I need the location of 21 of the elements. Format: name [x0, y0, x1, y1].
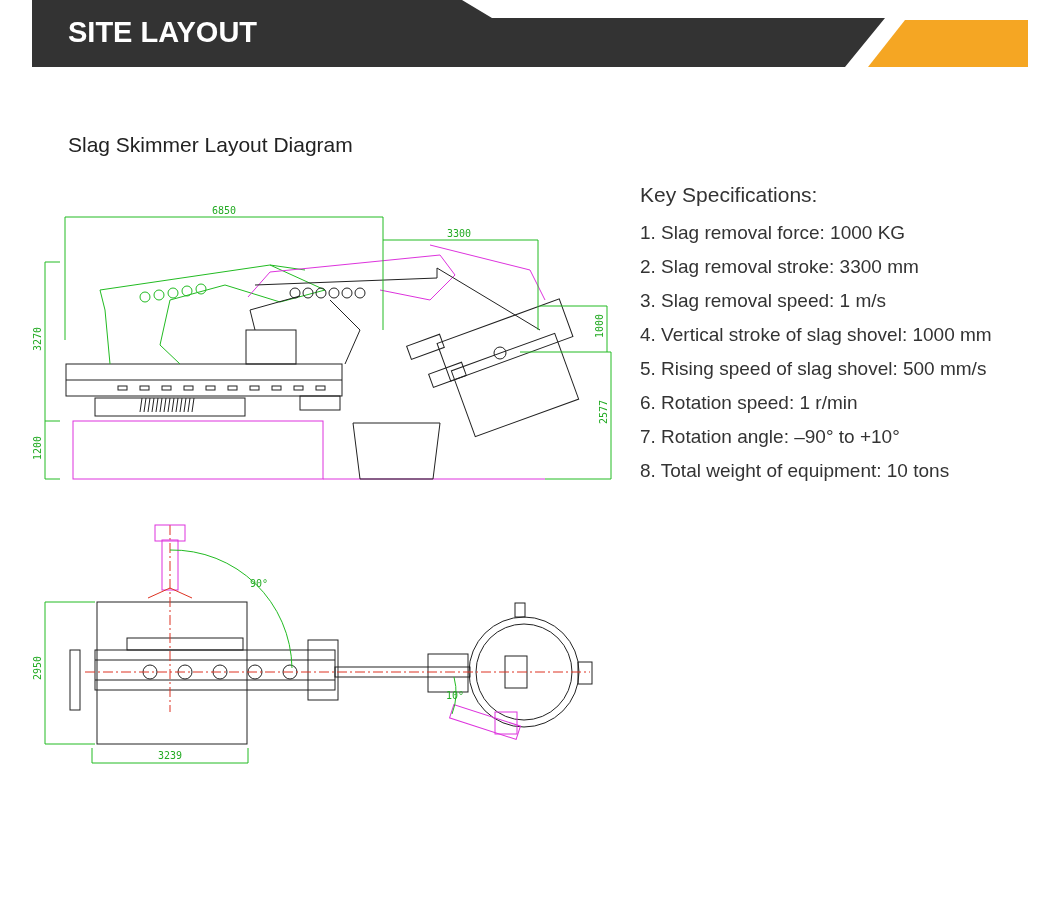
- dimension-label: 3270: [32, 326, 43, 351]
- specification-item: 5. Rising speed of slag shovel: 500 mm/s: [640, 357, 987, 381]
- dimension-label: 1200: [32, 435, 43, 460]
- specification-item: 1. Slag removal force: 1000 KG: [640, 221, 906, 245]
- page-title: SITE LAYOUT: [68, 16, 258, 49]
- diagram-subtitle: Slag Skimmer Layout Diagram: [68, 133, 353, 157]
- specification-item: 4. Vertical stroke of slag shovel: 1000 mm: [640, 323, 992, 347]
- dimension-label: 1000: [594, 313, 605, 338]
- dimension-label: 3300: [447, 228, 472, 239]
- dimension-label: 6850: [212, 205, 237, 216]
- specification-item: 3. Slag removal speed: 1 m/s: [640, 289, 887, 313]
- specification-item: 6. Rotation speed: 1 r/min: [640, 391, 858, 415]
- angle-label: 90°: [250, 578, 269, 589]
- specification-item: 8. Total weight of equipment: 10 tons: [640, 459, 950, 483]
- dimension-label: 3239: [158, 750, 183, 761]
- specification-item: 2. Slag removal stroke: 3300 mm: [640, 255, 919, 279]
- specification-item: 7. Rotation angle: –90° to +10°: [640, 425, 900, 449]
- dimension-label: 2577: [598, 399, 609, 424]
- dimension-label: 2950: [32, 655, 43, 680]
- angle-label: 10°: [446, 690, 465, 701]
- specifications-heading: Key Specifications:: [640, 183, 818, 207]
